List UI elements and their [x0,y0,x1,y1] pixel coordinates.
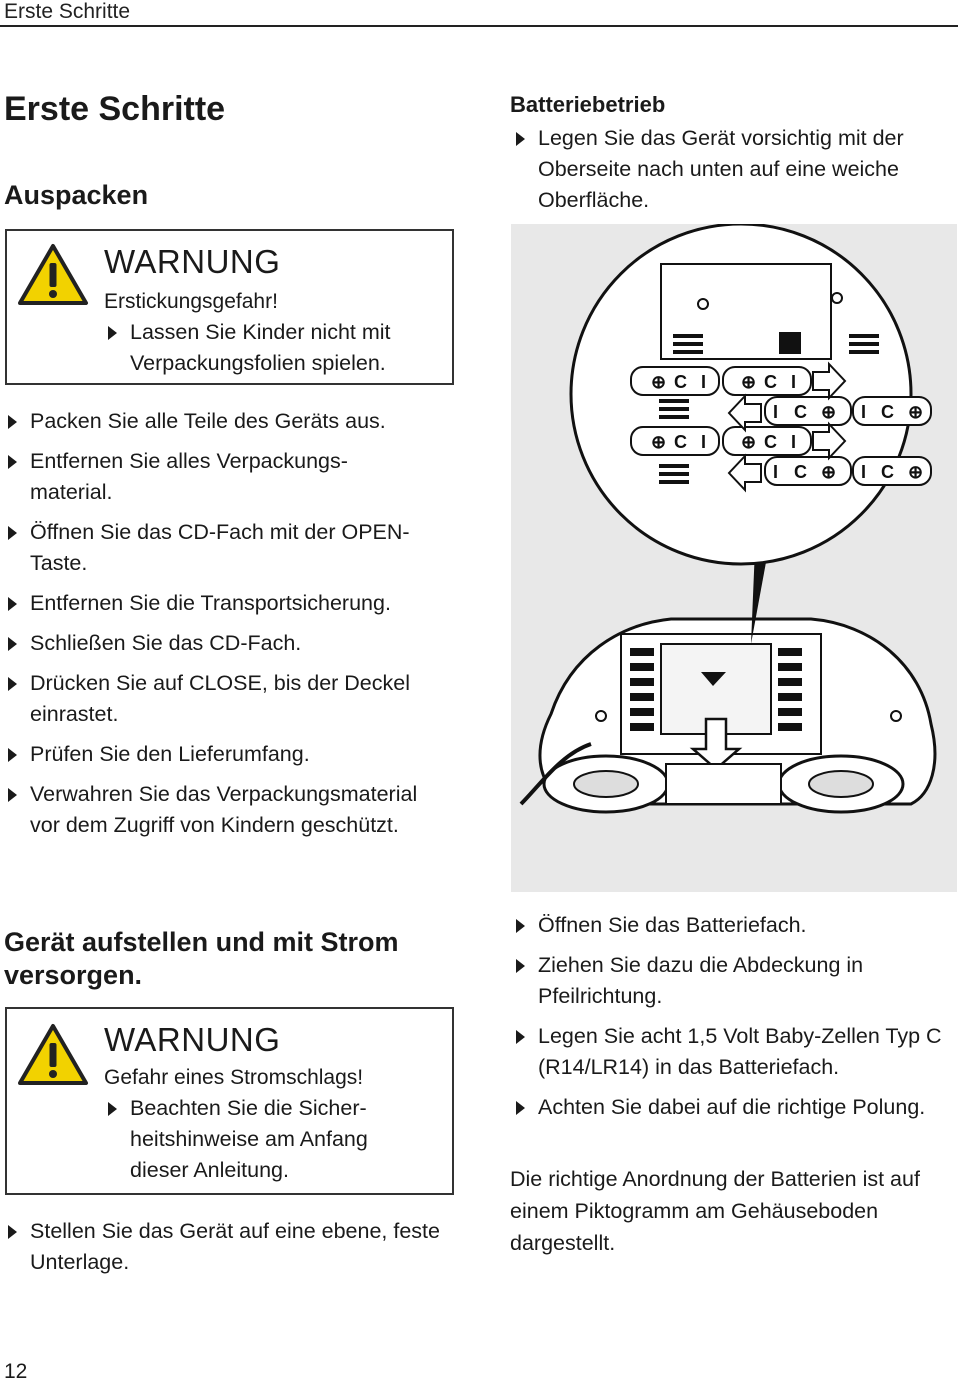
bullet-arrow-icon [516,1101,525,1115]
section-heading-unpacking: Auspacken [4,180,149,210]
battery-minus-label: I [861,402,866,422]
battery-minus-label: I [773,462,778,482]
bullet-arrow-icon [8,677,17,691]
bullet-arrow-icon [108,1102,117,1116]
battery-plus-label: ⊕ [908,402,923,422]
battery-cell-label: C [881,402,894,422]
battery-cell-label: C [674,432,687,452]
warning-list: Beachten Sie die Sicher­heitshinweise am… [104,1093,404,1195]
battery-steps-top: Legen Sie das Gerät vorsichtig mit der O… [512,123,952,225]
battery-plus-label: ⊕ [908,462,923,482]
warning-triangle-icon [18,244,88,305]
bullet-arrow-icon [8,415,17,429]
list-item: Legen Sie das Gerät vorsichtig mit der O… [512,123,952,216]
list-item: Lassen Sie Kinder nicht mit Verpackungsf… [104,317,434,379]
list-item: Schließen Sie das CD-Fach. [4,628,474,659]
list-item: Prüfen Sie den Lieferumfang. [4,739,474,770]
battery-cell-label: C [794,462,807,482]
battery-cell-label: C [881,462,894,482]
battery-cell-label: C [794,402,807,422]
list-item: Achten Sie dabei auf die richtige Polung… [512,1092,938,1123]
bullet-arrow-icon [8,637,17,651]
list-item: Öffnen Sie das CD-Fach mit der OPEN-Tast… [4,517,460,579]
page-title: Erste Schritte [4,90,226,128]
running-header: Erste Schritte [4,0,131,23]
battery-plus-label: ⊕ [651,372,666,392]
list-item: Stellen Sie das Gerät auf eine ebene, fe… [4,1216,440,1278]
bullet-arrow-icon [516,1030,525,1044]
list-item: Drücken Sie auf CLOSE, bis der Deckel ei… [4,668,475,730]
bullet-arrow-icon [8,455,17,469]
warning-box-suffocation: WARNUNG Erstickungsgefahr! Lassen Sie Ki… [5,229,454,385]
battery-plus-label: ⊕ [651,432,666,452]
battery-cell-label: C [764,432,777,452]
battery-plus-label: ⊕ [821,462,836,482]
bullet-arrow-icon [8,597,17,611]
bullet-arrow-icon [516,132,525,146]
battery-steps-bottom: Öffnen Sie das Batteriefach. Ziehen Sie … [512,910,957,1132]
bullet-arrow-icon [8,1225,17,1239]
battery-minus-label: I [701,372,706,392]
section-heading-battery: Batteriebetrieb [510,92,666,117]
section-heading-setup: Gerät aufstellen und mit Strom versorgen… [4,927,399,990]
bullet-arrow-icon [8,788,17,802]
list-item: Ziehen Sie dazu die Abdeckung in Pfeilri… [512,950,938,1012]
warning-hazard: Gefahr eines Stromschlags! [104,1066,364,1089]
battery-illustration: ⊕ C I ⊕ C I I C ⊕ I C ⊕ ⊕ C I ⊕ C I I C … [519,222,937,814]
battery-compartment-figure: ⊕ C I ⊕ C I I C ⊕ I C ⊕ ⊕ C I ⊕ C I I C … [511,222,957,892]
warning-list: Lassen Sie Kinder nicht mit Verpackungsf… [104,317,434,388]
warning-box-electric-shock: WARNUNG Gefahr eines Stromschlags! Beach… [5,1007,454,1195]
battery-minus-label: I [791,432,796,452]
bullet-arrow-icon [108,326,117,340]
battery-minus-label: I [773,402,778,422]
list-item: Verwahren Sie das Verpackungs­material v… [4,779,450,841]
warning-title: WARNUNG [104,243,281,280]
bullet-arrow-icon [8,748,17,762]
battery-cell-label: C [674,372,687,392]
header-rule [0,25,958,27]
bullet-arrow-icon [516,959,525,973]
unpacking-steps: Packen Sie alle Teile des Geräts aus. En… [4,406,474,850]
list-item: Legen Sie acht 1,5 Volt Baby-Zellen Typ … [512,1021,960,1083]
bullet-arrow-icon [516,919,525,933]
battery-note: Die richtige Anordnung der Batterien ist… [510,1167,920,1255]
warning-title: WARNUNG [104,1021,281,1058]
battery-plus-label: ⊕ [821,402,836,422]
battery-plus-label: ⊕ [741,372,756,392]
list-item: Entfernen Sie die Transportsicherung. [4,588,474,619]
battery-minus-label: I [861,462,866,482]
bullet-arrow-icon [8,526,17,540]
warning-triangle-icon [18,1024,88,1085]
list-item: Entfernen Sie alles Verpackungs­material… [4,446,420,508]
list-item: Öffnen Sie das Batteriefach. [512,910,957,941]
setup-steps: Stellen Sie das Gerät auf eine ebene, fe… [4,1216,464,1287]
battery-minus-label: I [701,432,706,452]
page-number: 12 [4,1360,28,1383]
battery-plus-label: ⊕ [741,432,756,452]
battery-minus-label: I [791,372,796,392]
battery-cell-label: C [764,372,777,392]
list-item: Beachten Sie die Sicher­heitshinweise am… [104,1093,404,1186]
warning-hazard: Erstickungsgefahr! [104,290,278,313]
list-item: Packen Sie alle Teile des Geräts aus. [4,406,474,437]
